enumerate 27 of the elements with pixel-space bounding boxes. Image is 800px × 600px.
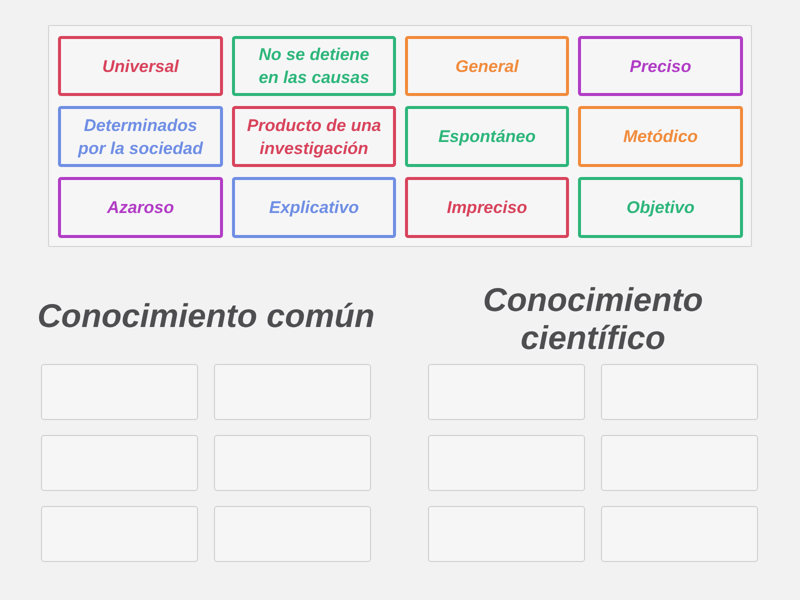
answer-box (601, 506, 758, 562)
word-card: Metódico (578, 106, 743, 167)
word-card: Producto de una investigación (232, 106, 396, 167)
answer-box (41, 506, 198, 562)
card-panel (48, 25, 752, 247)
word-card: Determinados por la sociedad (58, 106, 223, 167)
word-card: Objetivo (578, 177, 743, 238)
answer-box (601, 364, 758, 420)
word-card: No se detiene en las causas (232, 36, 396, 96)
word-card: Universal (58, 36, 223, 96)
word-card: Azaroso (58, 177, 223, 238)
answer-box (214, 435, 371, 491)
answer-box (214, 364, 371, 420)
category-heading: Conocimiento común (36, 297, 376, 335)
answer-box (214, 506, 371, 562)
answer-box (428, 506, 585, 562)
answer-box (41, 364, 198, 420)
answer-box (601, 435, 758, 491)
word-card: General (405, 36, 569, 96)
answer-box (428, 364, 585, 420)
word-card: Espontáneo (405, 106, 569, 167)
answer-box (41, 435, 198, 491)
word-card: Impreciso (405, 177, 569, 238)
category-heading: Conocimiento científico (482, 281, 704, 357)
word-card: Explicativo (232, 177, 396, 238)
word-card: Preciso (578, 36, 743, 96)
answer-box (428, 435, 585, 491)
